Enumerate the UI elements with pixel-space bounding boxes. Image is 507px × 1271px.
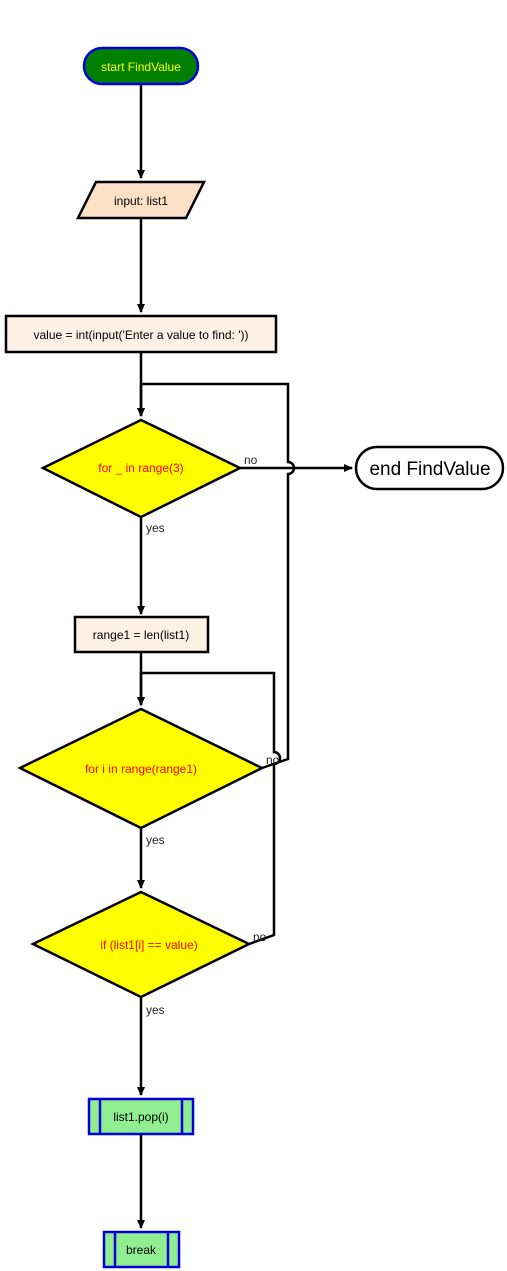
pop-label: list1.pop(i) [113, 1110, 168, 1124]
node-start[interactable]: start FindValue [82, 46, 200, 86]
node-end[interactable]: end FindValue [354, 445, 505, 491]
loop-outer-label: for _ in range(3) [98, 461, 183, 475]
pop-subroutine-shape [87, 1097, 195, 1136]
condition-label: if (list1[i] == value) [100, 938, 197, 952]
condition-decision-shape [30, 890, 252, 999]
label-inner-yes: yes [146, 833, 165, 847]
assign-value-label: value = int(input('Enter a value to find… [33, 328, 248, 342]
loop-outer-decision-shape [40, 418, 243, 519]
assign-range-label: range1 = len(list1) [93, 628, 189, 642]
break-label: break [126, 1243, 157, 1257]
assign-range-process-shape [73, 615, 210, 654]
end-terminal-shape [354, 445, 505, 491]
input-parallelogram-shape [75, 180, 207, 220]
label-outer-yes: yes [146, 521, 165, 535]
loop-inner-decision-shape [17, 707, 265, 830]
node-loop-outer[interactable]: for _ in range(3) [40, 418, 243, 519]
label-inner-no: no [266, 753, 280, 767]
start-terminal-label: start FindValue [101, 60, 181, 74]
label-cond-yes: yes [146, 1003, 165, 1017]
node-condition[interactable]: if (list1[i] == value) [30, 890, 252, 999]
edges [137, 85, 353, 1229]
node-input[interactable]: input: list1 [75, 180, 207, 220]
assign-value-process-shape [4, 314, 278, 354]
label-cond-no: no [253, 930, 267, 944]
label-outer-no: no [244, 453, 258, 467]
node-pop[interactable]: list1.pop(i) [87, 1097, 195, 1136]
input-label: input: list1 [114, 194, 168, 208]
node-assign-value[interactable]: value = int(input('Enter a value to find… [4, 314, 278, 354]
node-break[interactable]: break [102, 1230, 181, 1269]
edge-cond-no-back-to-inner [137, 671, 282, 946]
start-terminal-shape [82, 46, 200, 86]
node-assign-range[interactable]: range1 = len(list1) [73, 615, 210, 654]
end-terminal-label: end FindValue [369, 459, 490, 480]
node-loop-inner[interactable]: for i in range(range1) [17, 707, 265, 830]
edge-inner-no-back-to-outer [137, 382, 296, 770]
break-subroutine-shape [102, 1230, 181, 1269]
loop-inner-label: for i in range(range1) [85, 762, 197, 776]
